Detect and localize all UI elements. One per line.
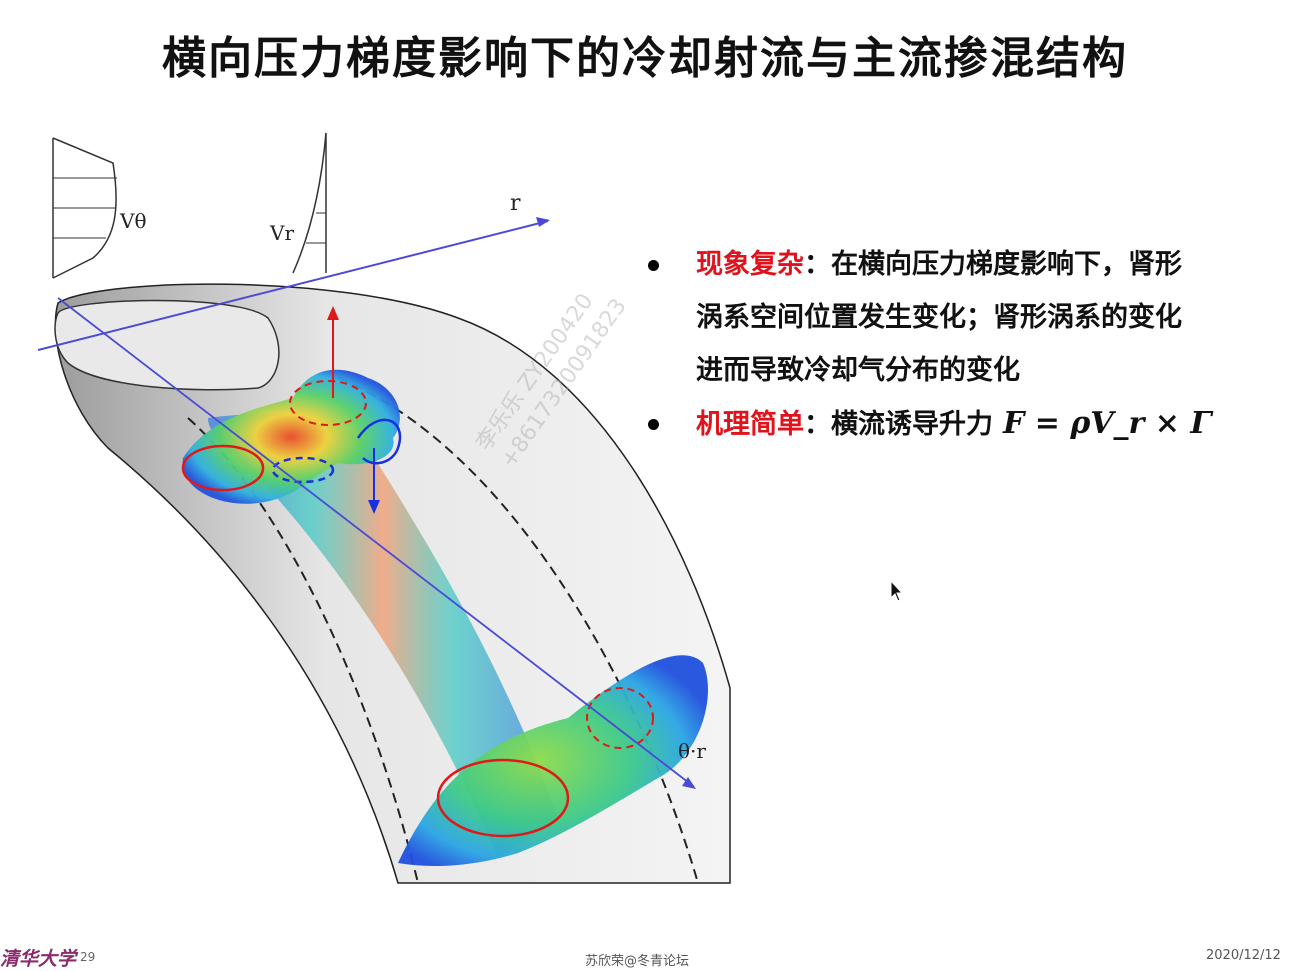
- bullet-text: 横流诱导升力: [831, 409, 993, 440]
- r-axis-arrowhead: [536, 217, 550, 227]
- film-hole: [54, 299, 280, 391]
- bullet-line-1: 在横向压力梯度影响下，肾形: [831, 249, 1182, 280]
- v-theta-profile: [52, 137, 117, 279]
- dashed-edge-right: [337, 377, 699, 884]
- bullet-list: 现象复杂：在横向压力梯度影响下，肾形 涡系空间位置发生变化；肾形涡系的变化 进而…: [648, 238, 1248, 451]
- lift-arrow-up-head: [327, 306, 339, 320]
- vortex-blue-right: [356, 418, 402, 465]
- bullet-mechanism: 机理简单：横流诱导升力 F = ρV_r × Γ: [648, 397, 1248, 451]
- university-logo: 清华大学: [0, 948, 77, 970]
- v-r-profile: [292, 132, 327, 274]
- vortex-red-right: [289, 380, 367, 426]
- section-far: [398, 655, 708, 866]
- jet-mixing-figure: Vθ Vr r θ·r: [38, 132, 731, 884]
- theta-r-axis: [57, 297, 694, 787]
- section-near: [182, 369, 400, 504]
- bullet-colon: ：: [804, 249, 831, 280]
- bullet-keyword: 机理简单: [696, 409, 804, 440]
- vortex-far-red-dashed: [586, 687, 654, 749]
- bullet-phenomenon: 现象复杂：在横向压力梯度影响下，肾形 涡系空间位置发生变化；肾形涡系的变化 进而…: [648, 238, 1248, 397]
- bullet-dot: [648, 419, 659, 430]
- page-number: 29: [80, 950, 96, 964]
- jet-band: [208, 414, 558, 858]
- r-axis: [38, 220, 549, 351]
- vortex-red-left: [181, 444, 265, 492]
- slide-title: 横向压力梯度影响下的冷却射流与主流掺混结构: [162, 33, 1128, 84]
- bullet-line-3: 进而导致冷却气分布的变化: [696, 355, 1020, 386]
- bullet-line-2: 涡系空间位置发生变化；肾形涡系的变化: [696, 302, 1182, 333]
- theta-r-label: θ·r: [678, 739, 706, 763]
- slide-date: 2020/12/12: [1206, 948, 1281, 963]
- lift-formula: F = ρV_r × Γ: [1003, 406, 1212, 441]
- v-r-label: Vr: [269, 221, 294, 245]
- lift-arrow-down-head: [368, 500, 380, 514]
- bullet-colon: ：: [804, 409, 831, 440]
- r-axis-label: r: [510, 191, 521, 216]
- v-theta-label: Vθ: [119, 209, 146, 233]
- author-credit: 苏欣荣@冬青论坛: [585, 954, 690, 969]
- mouse-cursor-icon: [890, 580, 904, 602]
- bullet-dot: [648, 260, 659, 271]
- theta-r-axis-arrowhead: [682, 777, 696, 789]
- vortex-far-red: [436, 758, 570, 838]
- vortex-blue-left: [271, 456, 335, 484]
- bullet-keyword: 现象复杂: [696, 249, 804, 280]
